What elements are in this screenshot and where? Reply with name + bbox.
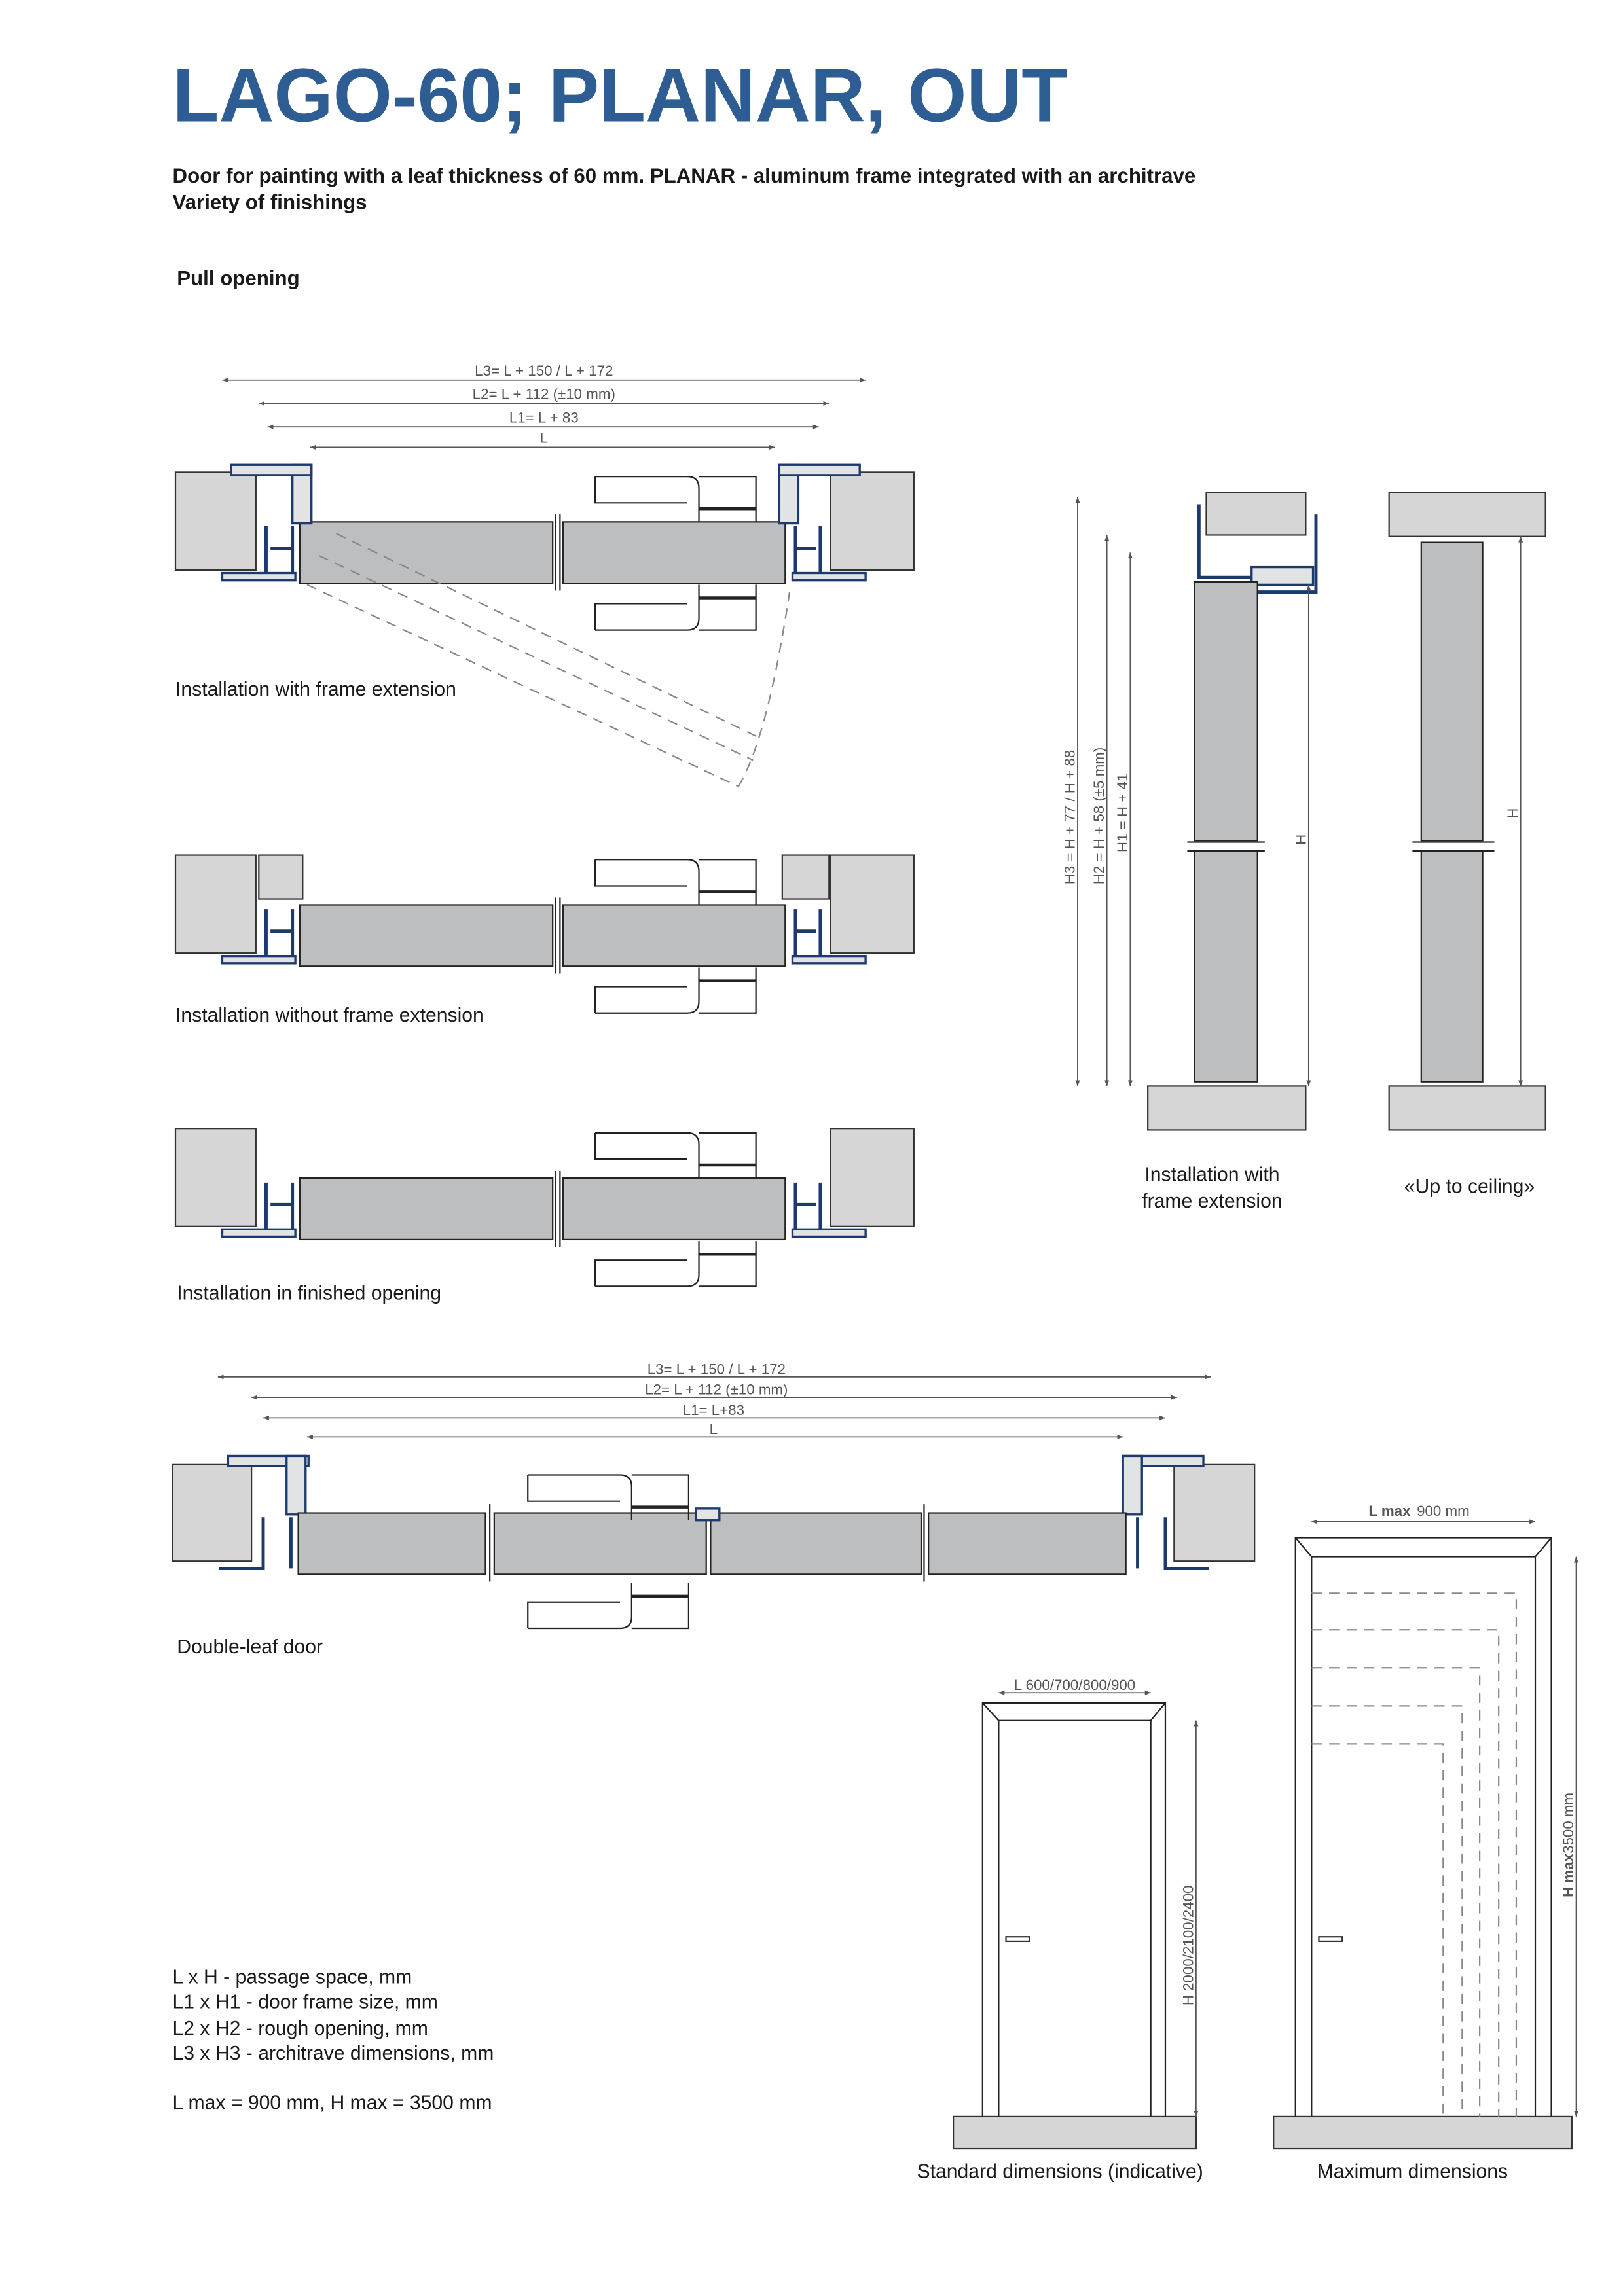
dim-h2: H2 = H + 58 (±5 mm) bbox=[1091, 747, 1107, 885]
legend-item: L3 x H3 - architrave dimensions, mm bbox=[173, 2043, 494, 2064]
standard-height-dim: H 2000/2100/2400 bbox=[1180, 1885, 1196, 2005]
page-title: LAGO-60; PLANAR, OUT bbox=[173, 52, 1068, 137]
dim-h-ceiling: H bbox=[1504, 808, 1521, 819]
legend-item: L2 x H2 - rough opening, mm bbox=[173, 2018, 428, 2039]
caption-without-frame-extension: Installation without frame extension bbox=[175, 1005, 484, 1026]
standard-width-dim: L 600/700/800/900 bbox=[1014, 1677, 1135, 1693]
caption-section-a-line2: frame extension bbox=[1142, 1191, 1282, 1212]
double-dim-l: L bbox=[710, 1421, 718, 1437]
plan-finished-opening bbox=[175, 1128, 914, 1286]
subtitle-line-1: Door for painting with a leaf thickness … bbox=[173, 164, 1196, 187]
caption-double-leaf: Double-leaf door bbox=[177, 1636, 323, 1658]
caption-finished-opening: Installation in finished opening bbox=[177, 1282, 441, 1304]
plan-dimensions: L3= L + 150 / L + 172 L2= L + 112 (±10 m… bbox=[222, 363, 866, 450]
max-door-elevation: L max 900 mm H max 3500 mm bbox=[1273, 1503, 1579, 2150]
dim-h: H bbox=[1292, 834, 1309, 845]
legend-item: L1 x H1 - door frame size, mm bbox=[173, 1992, 438, 2013]
double-dim-l3: L3= L + 150 / L + 172 bbox=[647, 1361, 786, 1377]
caption-frame-extension: Installation with frame extension bbox=[175, 679, 456, 700]
vertical-section-frame-extension: H3 = H + 77 / H + 88 H2 = H + 58 (±5 mm)… bbox=[1062, 492, 1318, 1131]
double-dim-l2: L2= L + 112 (±10 mm) bbox=[645, 1382, 788, 1398]
max-width-label: L max bbox=[1368, 1503, 1411, 1519]
dim-h3: H3 = H + 77 / H + 88 bbox=[1062, 750, 1078, 884]
subtitle-line-2: Variety of finishings bbox=[173, 190, 367, 213]
dim-h1: H1 = H + 41 bbox=[1114, 774, 1131, 852]
plan-without-frame-extension bbox=[175, 855, 914, 1013]
dim-l1: L1= L + 83 bbox=[509, 409, 579, 425]
dim-l: L bbox=[540, 430, 548, 446]
plan-with-frame-extension bbox=[175, 463, 914, 787]
max-height-label: H max bbox=[1560, 1853, 1577, 1897]
legend-max: L max = 900 mm, H max = 3500 mm bbox=[173, 2092, 492, 2114]
max-height-value: 3500 mm bbox=[1560, 1793, 1577, 1854]
double-dim-l1: L1= L+83 bbox=[683, 1402, 744, 1418]
legend-item: L x H - passage space, mm bbox=[173, 1967, 412, 1988]
legend: L x H - passage space, mm L1 x H1 - door… bbox=[173, 1967, 494, 2114]
dim-l2: L2= L + 112 (±10 mm) bbox=[473, 386, 615, 403]
double-leaf-plan: L3= L + 150 / L + 172 L2= L + 112 (±10 m… bbox=[172, 1361, 1256, 1628]
section-heading: Pull opening bbox=[177, 267, 300, 290]
caption-standard: Standard dimensions (indicative) bbox=[917, 2161, 1203, 2183]
caption-section-a-line1: Installation with bbox=[1144, 1164, 1279, 1186]
max-width-value: 900 mm bbox=[1417, 1503, 1470, 1519]
vertical-section-up-to-ceiling: H bbox=[1388, 492, 1546, 1131]
caption-up-to-ceiling: «Up to ceiling» bbox=[1404, 1175, 1535, 1197]
caption-maximum: Maximum dimensions bbox=[1317, 2161, 1508, 2183]
standard-door-elevation: L 600/700/800/900 H 2000/2100/2400 bbox=[953, 1677, 1199, 2150]
dim-l3: L3= L + 150 / L + 172 bbox=[475, 363, 613, 379]
